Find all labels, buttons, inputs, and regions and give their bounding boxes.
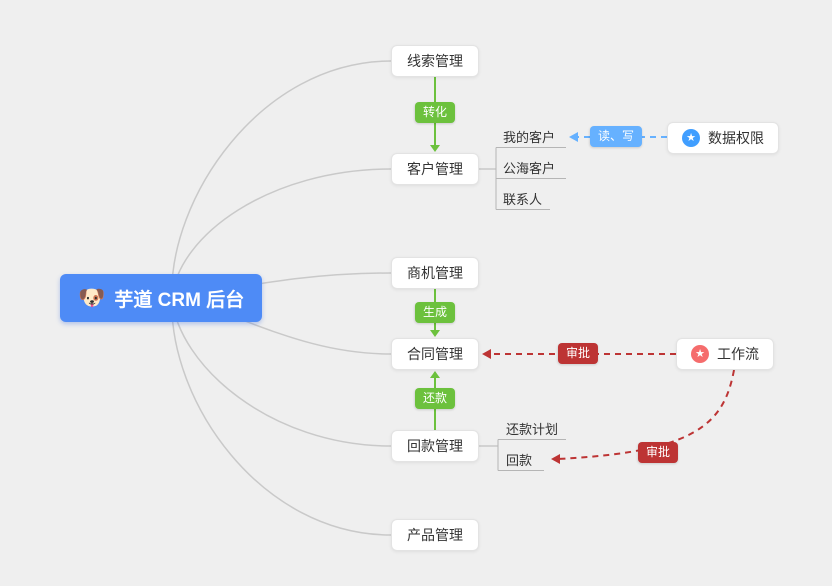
node-business-management[interactable]: 商机管理 <box>391 257 479 289</box>
node-product-management[interactable]: 产品管理 <box>391 519 479 551</box>
arrow-workflow-to-repayment <box>551 369 735 464</box>
edge-label-generate[interactable]: 生成 <box>414 302 456 323</box>
node-clue-management[interactable]: 线索管理 <box>391 45 479 77</box>
bracket-customer-children <box>479 147 566 210</box>
subnode-repayment[interactable]: 回款 <box>506 453 533 468</box>
edge-root-customer <box>171 168 392 299</box>
node-data-permission-label: 数据权限 <box>708 130 764 146</box>
node-workflow-label: 工作流 <box>717 346 759 362</box>
edge-root-receivable <box>171 297 392 447</box>
dog-logo-icon: 🐶 <box>78 285 106 310</box>
subnode-public-customers[interactable]: 公海客户 <box>503 161 556 176</box>
edge-label-approve-contract[interactable]: 审批 <box>557 343 599 364</box>
node-workflow[interactable]: ★ 工作流 <box>676 338 774 370</box>
edge-label-read-write[interactable]: 读、写 <box>589 126 643 147</box>
subnode-repayment-plan[interactable]: 还款计划 <box>506 422 559 437</box>
star-icon: ★ <box>682 129 700 147</box>
node-receivable-management[interactable]: 回款管理 <box>391 430 479 462</box>
edge-root-product <box>171 297 392 536</box>
edge-label-approve-repayment[interactable]: 审批 <box>637 442 679 463</box>
edge-label-transform[interactable]: 转化 <box>414 102 456 123</box>
subnode-contacts[interactable]: 联系人 <box>503 192 543 207</box>
star-icon: ★ <box>691 345 709 363</box>
node-customer-management[interactable]: 客户管理 <box>391 153 479 185</box>
bracket-receivable-children <box>479 439 566 471</box>
node-contract-management[interactable]: 合同管理 <box>391 338 479 370</box>
root-node-crm-admin[interactable]: 🐶 芋道 CRM 后台 <box>60 274 263 322</box>
edge-label-repay[interactable]: 还款 <box>414 388 456 409</box>
root-node-label: 芋道 CRM 后台 <box>114 289 245 311</box>
edge-root-clue <box>171 60 392 299</box>
node-data-permission[interactable]: ★ 数据权限 <box>667 122 779 154</box>
subnode-my-customers[interactable]: 我的客户 <box>503 130 556 145</box>
